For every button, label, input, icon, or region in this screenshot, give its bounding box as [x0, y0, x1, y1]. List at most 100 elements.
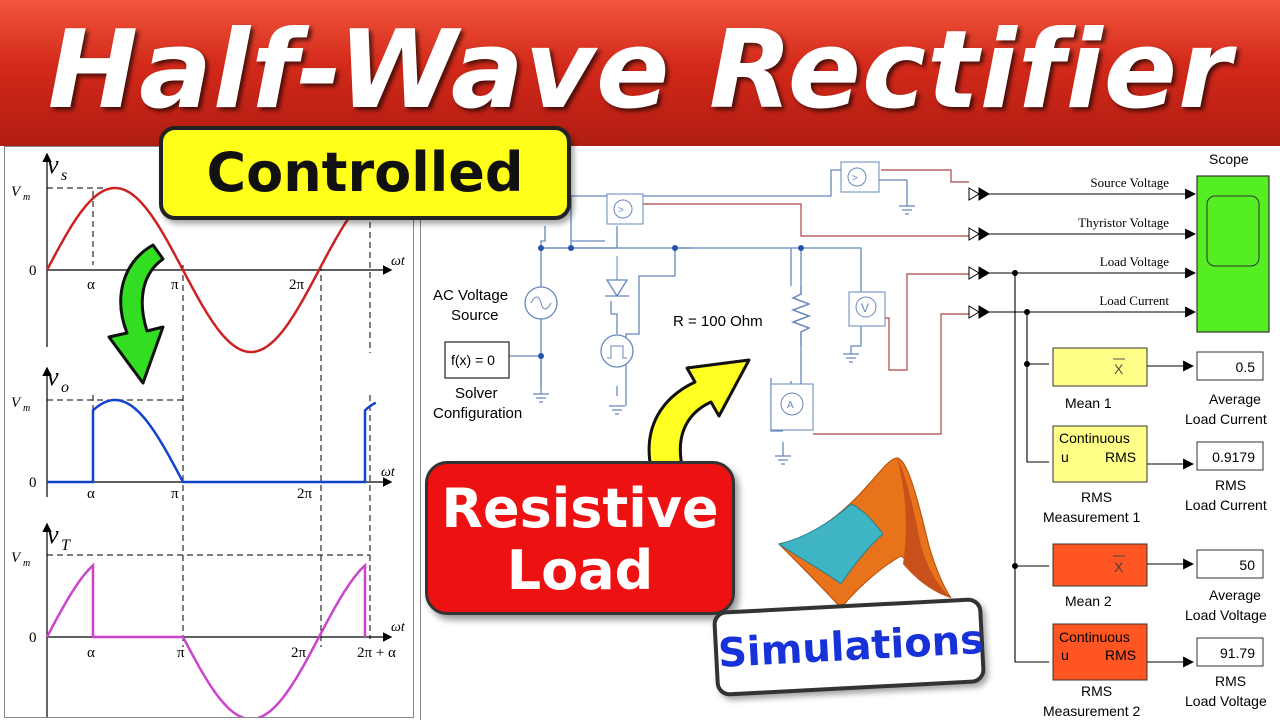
voltage-sensor-icon: >: [840, 161, 880, 193]
connection-ports: [968, 187, 990, 319]
svg-text:ωt: ωt: [391, 620, 406, 635]
svg-text:50: 50: [1239, 557, 1255, 573]
signal-labels: Source Voltage Thyristor Voltage Load Vo…: [1078, 175, 1169, 308]
svg-text:Average: Average: [1209, 391, 1261, 407]
svg-text:π: π: [171, 486, 179, 502]
svg-text:f(x) = 0: f(x) = 0: [451, 352, 495, 368]
svg-text:RMS: RMS: [1215, 673, 1246, 689]
svg-text:V: V: [11, 550, 22, 566]
vs-label: v: [47, 150, 59, 179]
matlab-logo-icon: [777, 457, 952, 609]
mean-2-block[interactable]: X: [1052, 543, 1148, 587]
svg-text:α: α: [87, 645, 95, 661]
display-average-load-current: 0.5: [1196, 351, 1264, 381]
svg-text:Load Voltage: Load Voltage: [1185, 607, 1267, 623]
voltage-sensor-icon: V: [848, 291, 886, 327]
vs-wave: [45, 186, 360, 354]
resistive-load-callout: Resistive Load: [425, 461, 735, 615]
svg-text:0: 0: [29, 630, 37, 646]
svg-text:T: T: [61, 537, 71, 554]
display-average-load-voltage: 50: [1196, 549, 1264, 579]
rms-measurement-2-block[interactable]: Continuous u RMS: [1052, 623, 1148, 681]
svg-text:0.9179: 0.9179: [1212, 449, 1255, 465]
svg-text:Source: Source: [451, 307, 499, 324]
svg-text:Load Voltage: Load Voltage: [1100, 254, 1169, 269]
title-banner: Half-Wave Rectifier: [0, 0, 1280, 146]
voltage-sensor-icon: >: [606, 193, 644, 225]
green-arrow-icon: [107, 243, 165, 385]
svg-text:Mean 1: Mean 1: [1065, 395, 1112, 411]
svg-text:2π: 2π: [291, 645, 307, 661]
svg-text:RMS: RMS: [1105, 647, 1136, 663]
svg-text:0: 0: [29, 475, 37, 491]
svg-text:2π: 2π: [289, 277, 305, 293]
svg-text:Mean 2: Mean 2: [1065, 593, 1112, 609]
rms-measurement-1-block[interactable]: Continuous u RMS: [1052, 425, 1148, 483]
svg-text:Measurement 2: Measurement 2: [1043, 703, 1140, 719]
svg-text:V: V: [11, 395, 22, 411]
svg-text:Thyristor Voltage: Thyristor Voltage: [1078, 215, 1169, 230]
vo-label: v: [47, 362, 59, 391]
svg-text:>: >: [618, 205, 624, 216]
svg-text:RMS: RMS: [1081, 489, 1112, 505]
svg-text:Average: Average: [1209, 587, 1261, 603]
vt-plot: v T V m 0 ωt α π 2π 2π + α: [11, 520, 406, 721]
svg-text:RMS: RMS: [1105, 449, 1136, 465]
svg-text:Solver: Solver: [455, 385, 498, 402]
pulse-generator-icon: [600, 334, 634, 368]
svg-text:X: X: [1114, 559, 1124, 575]
svg-text:Load Current: Load Current: [1185, 411, 1267, 427]
vt-wave: [45, 562, 367, 721]
waveform-diagram: v s V m 0 ωt α π 2π v o V m 0 ωt α π 2π: [11, 150, 406, 721]
svg-text:Configuration: Configuration: [433, 405, 522, 422]
junction-dots: [538, 245, 804, 359]
svg-text:Load Current: Load Current: [1185, 497, 1267, 513]
svg-text:91.79: 91.79: [1220, 645, 1255, 661]
svg-text:2π + α: 2π + α: [357, 645, 396, 661]
svg-text:0.5: 0.5: [1236, 359, 1256, 375]
svg-text:Load Voltage: Load Voltage: [1185, 693, 1267, 709]
scope-block[interactable]: [1196, 175, 1270, 333]
svg-text:Continuous: Continuous: [1059, 430, 1130, 446]
svg-text:>: >: [852, 173, 858, 184]
svg-text:ωt: ωt: [391, 254, 406, 269]
svg-text:2π: 2π: [297, 486, 313, 502]
svg-text:m: m: [23, 558, 30, 569]
svg-text:Load Current: Load Current: [1099, 293, 1169, 308]
ac-source-icon: [524, 286, 558, 320]
simulations-callout: Simulations: [711, 596, 987, 698]
current-sensor-icon: A: [770, 383, 814, 431]
mean-1-block[interactable]: X: [1052, 347, 1148, 387]
signal-junctions: [1012, 270, 1030, 569]
scope-title: Scope: [1209, 151, 1249, 167]
svg-text:π: π: [171, 277, 179, 293]
svg-text:m: m: [23, 192, 30, 203]
controlled-callout: Controlled: [159, 126, 571, 220]
ground-icons: [533, 205, 915, 465]
vo-plot: v o V m 0 ωt α π 2π: [11, 362, 396, 502]
vt-label: v: [47, 520, 59, 549]
svg-text:A: A: [787, 400, 794, 411]
svg-text:X: X: [1114, 361, 1124, 377]
resistor-label: R = 100 Ohm: [673, 313, 763, 330]
page-title: Half-Wave Rectifier: [47, 8, 1233, 133]
svg-text:m: m: [23, 403, 30, 414]
svg-text:α: α: [87, 277, 95, 293]
svg-text:0: 0: [29, 263, 37, 279]
svg-text:RMS: RMS: [1215, 477, 1246, 493]
svg-text:π: π: [177, 645, 185, 661]
svg-text:α: α: [87, 486, 95, 502]
svg-text:ωt: ωt: [381, 465, 396, 480]
vs-plot: v s V m 0 ωt α π 2π: [11, 150, 406, 354]
svg-text:u: u: [1061, 449, 1069, 465]
vo-wave: [47, 398, 377, 484]
vm-label: V: [11, 184, 22, 200]
waveform-panel: v s V m 0 ωt α π 2π v o V m 0 ωt α π 2π: [4, 146, 414, 721]
svg-text:Source Voltage: Source Voltage: [1090, 175, 1169, 190]
resistor-icon: [790, 286, 812, 346]
svg-text:s: s: [61, 167, 67, 184]
simulink-diagram: > > V A: [433, 151, 1270, 719]
signal-wires: [643, 169, 969, 435]
solver-configuration-block[interactable]: f(x) = 0: [444, 341, 510, 379]
svg-text:V: V: [861, 301, 869, 315]
